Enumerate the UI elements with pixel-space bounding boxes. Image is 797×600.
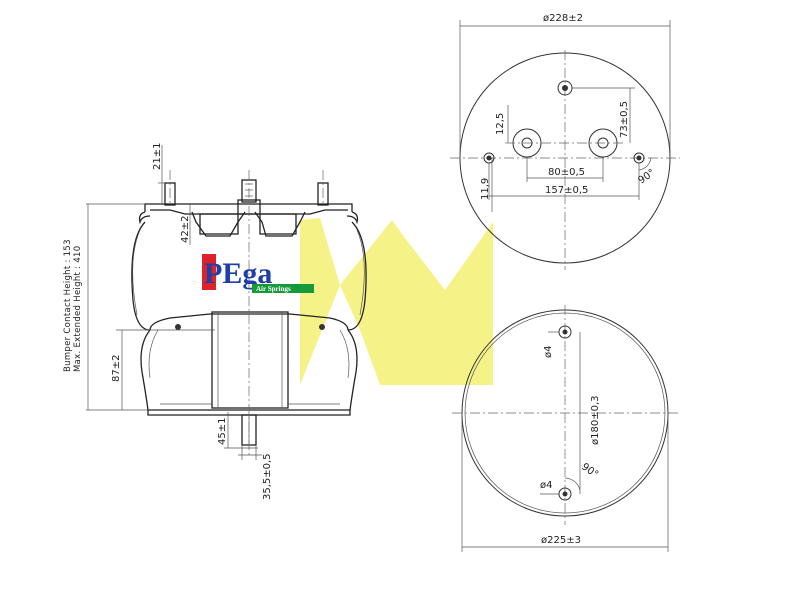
dim-top-11-9: 11,9 bbox=[480, 178, 491, 200]
dim-bottom-bolt-circle: ø180±0,3 bbox=[590, 396, 601, 446]
side-view: 21±1 42±2 87±2 45±1 35,5±0,5 Bumper Cont… bbox=[63, 143, 367, 500]
logo-letter-p-block bbox=[202, 254, 216, 290]
dim-bottom-outer-diameter: ø225±3 bbox=[541, 535, 581, 546]
dim-pin-length: 45±1 bbox=[217, 418, 228, 445]
watermark-right-stroke bbox=[405, 222, 493, 385]
dim-piston-height: 87±2 bbox=[111, 355, 122, 382]
watermark-left-stroke bbox=[300, 218, 340, 385]
dim-top-157: 157±0,5 bbox=[545, 185, 588, 196]
dim-top-12-5: 12,5 bbox=[495, 113, 506, 135]
dim-bead-plate-height: 42±2 bbox=[180, 216, 191, 243]
watermark-middle-stroke bbox=[340, 220, 405, 385]
bottom-view: ø4 ø4 ø180±0,3 90° ø225±3 bbox=[452, 305, 680, 552]
dim-bottom-hole-bottom: ø4 bbox=[540, 480, 552, 491]
dim-top-73: 73±0,5 bbox=[619, 101, 630, 138]
dim-stud-height: 21±1 bbox=[152, 143, 163, 170]
pega-logo: PEga Air Springs bbox=[202, 254, 314, 293]
logo-tagline: Air Springs bbox=[256, 285, 291, 293]
dim-pin-spacing: 35,5±0,5 bbox=[262, 453, 273, 500]
note-bumper-contact-height: Bumper Contact Height : 153 bbox=[63, 239, 73, 372]
dim-bottom-hole-top: ø4 bbox=[543, 346, 554, 358]
note-max-extended-height: Max. Extended Height : 410 bbox=[73, 246, 83, 372]
top-view: ø228±2 12,5 73±0,5 80±0,5 157±0,5 11,9 9… bbox=[450, 13, 680, 270]
dim-bottom-angle: 90° bbox=[579, 461, 600, 480]
dim-top-outer-diameter: ø228±2 bbox=[543, 13, 583, 24]
dim-top-80: 80±0,5 bbox=[548, 167, 585, 178]
logo-tagline-bar bbox=[252, 284, 314, 293]
watermark-m-shape bbox=[300, 218, 493, 385]
